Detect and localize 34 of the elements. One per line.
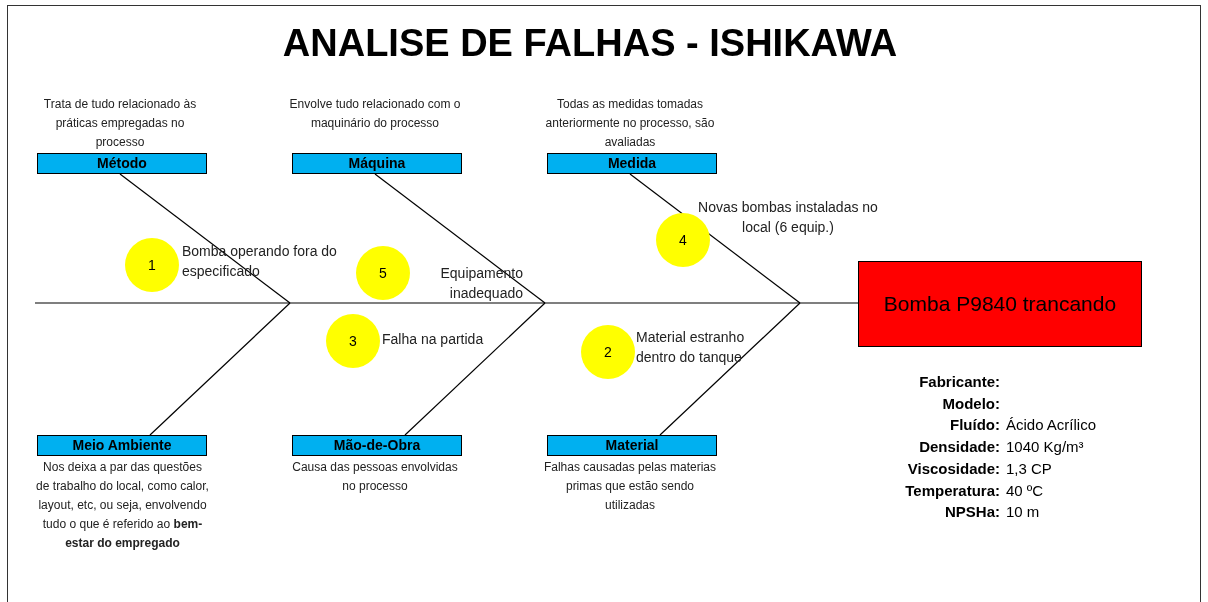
spine-line bbox=[34, 302, 859, 304]
category-description: Todas as medidas tomadas anteriormente no processo, são avaliadas bbox=[544, 96, 716, 151]
category-description: Envolve tudo relacionado com o maquinário do processo bbox=[288, 96, 462, 132]
spec-label: Modelo: bbox=[941, 393, 1000, 414]
spec-label: Densidade: bbox=[918, 437, 1000, 458]
rib-line bbox=[404, 302, 546, 436]
category-box: Método bbox=[37, 153, 207, 174]
spec-label: Fabricante: bbox=[918, 372, 1000, 392]
rib-line bbox=[374, 173, 546, 304]
spec-label: Viscosidade: bbox=[906, 458, 1000, 479]
category-box: Máquina bbox=[292, 153, 462, 174]
spec-label: Temperatura: bbox=[904, 480, 1000, 501]
problem-head-box: Bomba P9840 trancando bbox=[858, 261, 1142, 347]
category-box: Medida bbox=[547, 153, 717, 174]
rib-line bbox=[149, 302, 291, 436]
title: ANALISE DE FALHAS - ISHIKAWA bbox=[281, 21, 899, 66]
category-description: Trata de tudo relacionado às práticas empregadas no processo bbox=[42, 96, 198, 151]
spec-value: 10 m bbox=[1006, 502, 1041, 523]
category-box: Material bbox=[547, 435, 717, 456]
spec-label: Fluído: bbox=[949, 415, 1000, 436]
spec-value: 40 ºC bbox=[1006, 480, 1045, 501]
cause-text: Material estranho dentro do tanque bbox=[636, 328, 746, 367]
category-description: Causa das pessoas envolvidas no processo bbox=[291, 459, 459, 495]
category-box: Mão-de-Obra bbox=[292, 435, 462, 456]
cause-text: Falha na partida bbox=[382, 330, 485, 349]
spec-value: Ácido Acrílico bbox=[1006, 415, 1098, 436]
category-box: Meio Ambiente bbox=[37, 435, 207, 456]
category-description: Nos deixa a par das questões de trabalho do local, como calor, layout, etc, ou seja, envolvendo tudo o que é referido ao bem-estar do empregado bbox=[35, 459, 210, 552]
rib-line bbox=[659, 302, 801, 436]
rib-line bbox=[119, 173, 291, 304]
category-description: Falhas causadas pelas materias primas que estão sendo utilizadas bbox=[542, 459, 718, 514]
spec-value: 1040 Kg/m³ bbox=[1006, 437, 1085, 458]
spec-value: 1,3 CP bbox=[1006, 458, 1053, 479]
spec-label: NPSHa: bbox=[944, 502, 1000, 523]
